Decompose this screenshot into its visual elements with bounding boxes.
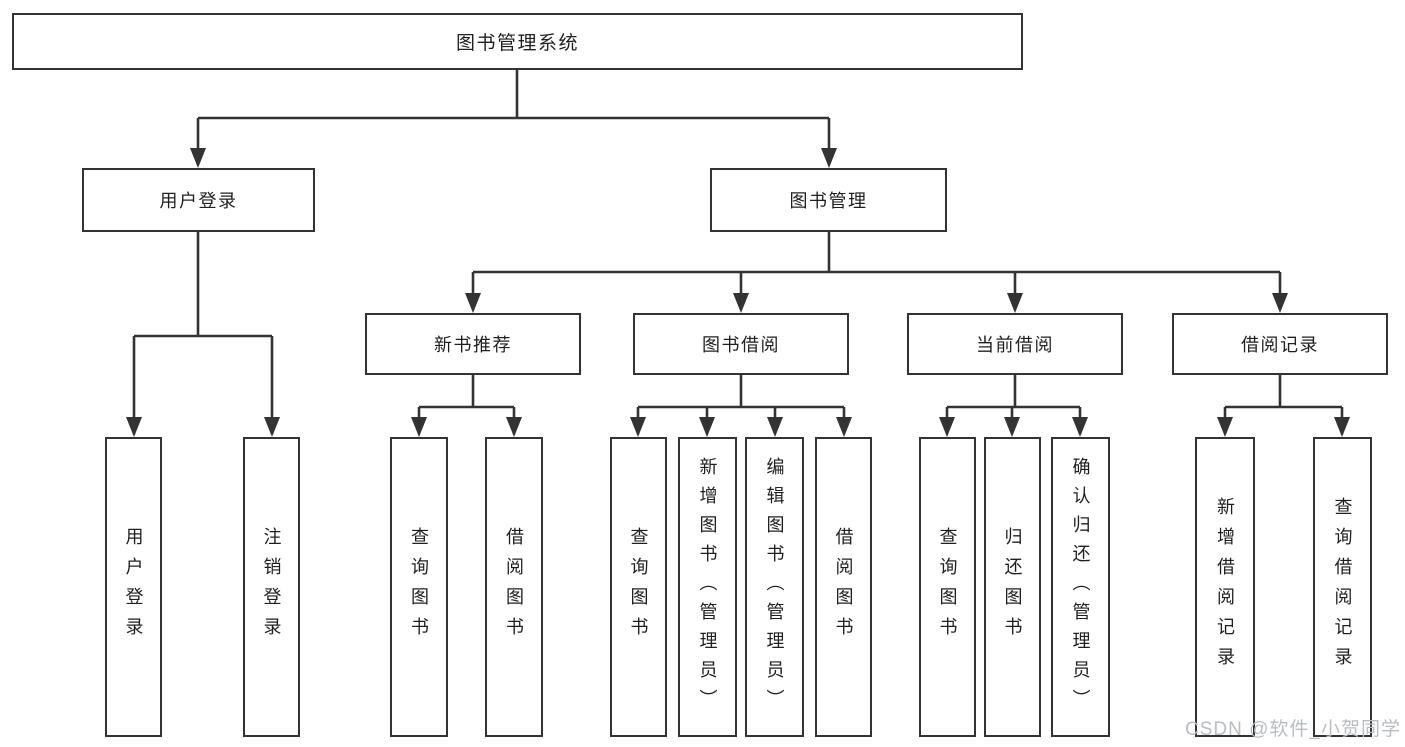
watermark-text: CSDN @软件_小贺同学 <box>1185 719 1401 740</box>
node-user-login: 用户登录 <box>82 168 315 232</box>
leaf-add-book-admin: 新增图书（管理员） <box>678 437 737 737</box>
node-current-borrow: 当前借阅 <box>907 313 1123 375</box>
leaf-add-borrow-record: 新增借阅记录 <box>1195 437 1255 737</box>
leaf-query-books-borrow: 查询图书 <box>610 437 667 737</box>
leaf-logout: 注销登录 <box>243 437 300 737</box>
leaf-borrow-books-recommend: 借阅图书 <box>485 437 543 737</box>
leaf-user-login: 用户登录 <box>105 437 162 737</box>
node-borrow-records: 借阅记录 <box>1172 313 1388 375</box>
node-book-borrow: 图书借阅 <box>633 313 849 375</box>
leaf-confirm-return-admin: 确认归还（管理员） <box>1051 437 1110 737</box>
node-book-management: 图书管理 <box>710 168 947 232</box>
node-new-book-recommend: 新书推荐 <box>365 313 581 375</box>
leaf-edit-book-admin: 编辑图书（管理员） <box>745 437 804 737</box>
leaf-return-book: 归还图书 <box>984 437 1041 737</box>
leaf-query-books-recommend: 查询图书 <box>390 437 448 737</box>
leaf-borrow-books: 借阅图书 <box>815 437 872 737</box>
node-root: 图书管理系统 <box>12 13 1023 70</box>
leaf-query-borrow-record: 查询借阅记录 <box>1313 437 1372 737</box>
leaf-query-books-current: 查询图书 <box>919 437 976 737</box>
